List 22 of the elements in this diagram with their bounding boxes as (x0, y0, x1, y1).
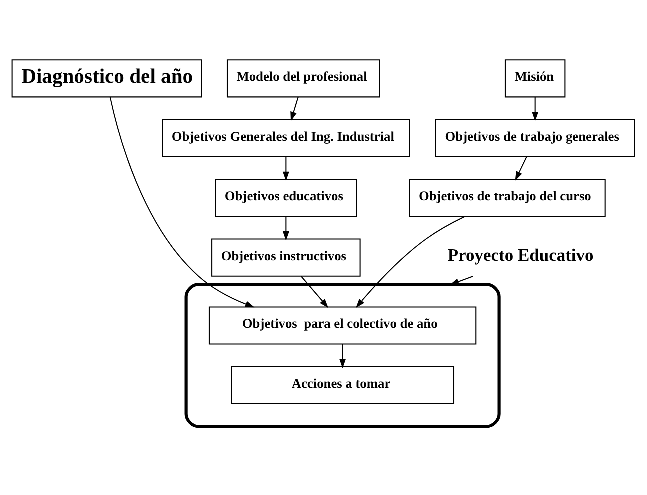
node-box: Objetivos para el colectivo de año (208, 306, 477, 345)
arrow (515, 156, 528, 181)
node-box: Misión (504, 60, 566, 98)
arrow (110, 97, 255, 308)
node-box: Objetivos instructivos (212, 238, 361, 277)
arrow (340, 344, 346, 368)
node-text: Proyecto Educativo (448, 244, 594, 265)
arrow (282, 157, 290, 182)
node-box: Objetivos educativos (215, 179, 358, 218)
node-box: Objetivos de trabajo del curso (409, 179, 606, 218)
node-box: Modelo del profesional (226, 60, 380, 98)
node-box: Diagnóstico del año (12, 60, 202, 98)
arrow (300, 276, 329, 308)
arrow (290, 97, 299, 122)
arrow (282, 216, 290, 241)
node-box: Objetivos de trabajo generales (435, 119, 636, 158)
arrow (532, 97, 539, 122)
node-box: Objetivos Generales del Ing. Industrial (162, 119, 410, 158)
node-box: Acciones a tomar (231, 366, 455, 404)
arrow (356, 216, 466, 308)
arrow (450, 276, 474, 286)
cluster (184, 283, 501, 428)
